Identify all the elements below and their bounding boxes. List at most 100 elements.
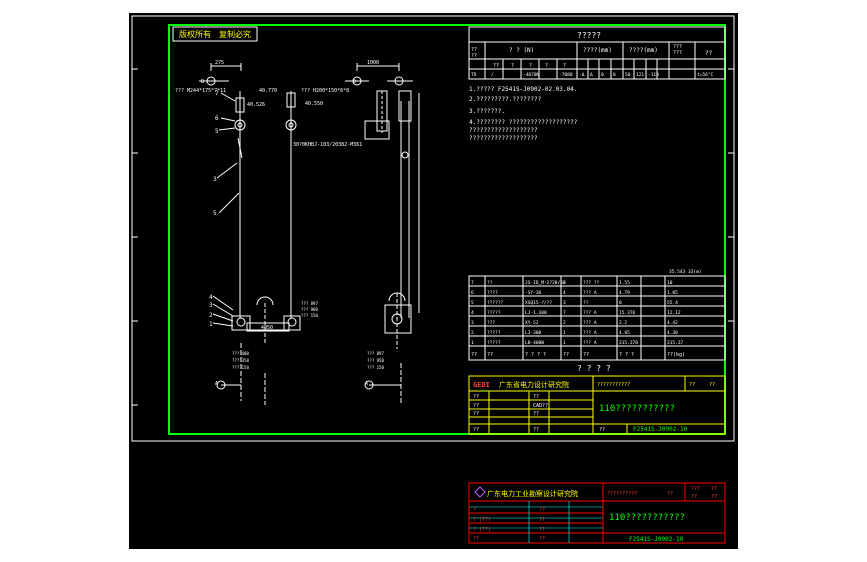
note-4: 4.???????? ??????????????????? (469, 119, 578, 126)
svg-text:6: 6 (215, 115, 219, 122)
parts-cell: 4.42 (667, 320, 678, 326)
parts-cell: ??? A (583, 330, 597, 336)
svg-text:2: 2 (209, 312, 213, 319)
axis-a-label: A (215, 381, 218, 387)
title-phase: ?? (709, 382, 715, 388)
parts-cell: ????? (487, 330, 501, 336)
parts-cell: 4.85 (619, 330, 630, 336)
svg-text:??: ?? (473, 394, 479, 400)
svg-text:3: 3 (209, 302, 213, 309)
parts-cell: 1 (563, 330, 566, 336)
parts-cell: ?????? (487, 300, 504, 306)
parts-cell: 3 (471, 320, 474, 326)
svg-text:4: 4 (209, 294, 213, 301)
stamp-logo-icon (474, 486, 486, 498)
parts-cell: 5 (471, 300, 474, 306)
svg-text:3: 3 (213, 176, 217, 183)
parts-cell: 2.2 (619, 320, 627, 326)
parts-cell: 2 (471, 330, 474, 336)
parts-cell: 0 (619, 300, 622, 306)
svg-text:??: ?? (539, 527, 545, 533)
stamp-drawing-no: F2541S-J0902-10 (629, 536, 684, 543)
copyright-note: 版权所有 复制必究 (179, 29, 251, 39)
parts-cell: 1.05 (667, 290, 678, 296)
title-institute: 广东省电力设计研究院 (499, 380, 569, 389)
parts-list-header: ?? ?? ? ? ? ? ?? ?? ? ? ? ??(kg) (471, 352, 685, 358)
svg-text:??? 150: ??? 150 (232, 365, 249, 370)
level-a-label: 40.770 (259, 88, 277, 94)
spec-text-right: ??? 897??? 950??? 150 (367, 351, 384, 370)
svg-text:? ? ?: ? ? ? (619, 352, 634, 358)
stamp-title: 110??????????? (609, 513, 685, 523)
parts-cell: -SY-36 (525, 290, 542, 296)
top-table-grid (468, 26, 726, 80)
cad-drawing: 版权所有 复制必究 (131, 15, 735, 544)
svg-text:CAD??: CAD?? (533, 403, 548, 409)
parts-cell: 4 (471, 310, 474, 316)
svg-text:??: ?? (471, 352, 477, 358)
parts-cell: 12.12 (667, 310, 681, 316)
note-2: 2.?????????.???????? (469, 96, 542, 103)
stamp-rows: ??? ? (??)?? ? (??)?? ???? (473, 507, 545, 542)
svg-text:?: ? (545, 63, 548, 69)
parts-list-grid (468, 275, 726, 361)
title-block-grid (468, 375, 726, 435)
outer-border (131, 15, 735, 442)
parts-cell: ????? (487, 340, 501, 346)
svg-text:?: ? (529, 63, 532, 69)
copyright-box (172, 26, 258, 42)
svg-text:50: 50 (625, 72, 631, 78)
svg-text:?: ? (473, 507, 476, 513)
parts-cell: 4.30 (667, 330, 678, 336)
parts-cell: ??? A (583, 320, 597, 326)
svg-text:??: ?? (473, 403, 479, 409)
parts-cell: JS-ID_M-2?20/50 (525, 280, 566, 286)
svg-text:-Δ: -Δ (579, 72, 585, 78)
dim-1000: 1000 (367, 60, 379, 66)
stamp-c1: ??? (691, 486, 700, 492)
svg-text:? (??): ? (??) (473, 527, 491, 533)
svg-text:??? 350: ??? 350 (232, 358, 249, 363)
stamp-c4: ?? (711, 494, 717, 500)
stamp-project: ?????????? (607, 491, 637, 497)
spec-a-label: ??? M244*175*7*11 (175, 88, 226, 94)
parts-cell: 4.79 (619, 290, 630, 296)
drawing-canvas: 版权所有 复制必究 (129, 13, 738, 549)
elevation-view-1 (199, 63, 301, 405)
parts-cell: 7 (563, 310, 566, 316)
top-table-h3: ????(mm) (629, 47, 658, 54)
svg-text:??? 400: ??? 400 (232, 351, 249, 356)
svg-text:5: 5 (215, 128, 219, 135)
svg-text:-110: -110 (648, 72, 659, 78)
axis-b-label: B (201, 79, 204, 85)
parts-cell: ??? ?? (583, 280, 600, 286)
note-1: 1.????? F2541S-J0902-02.03.04. (469, 86, 577, 93)
stamp-c2: ?? (711, 486, 717, 492)
parts-cell: LB-400W (525, 340, 544, 346)
title-project: ??????????? (597, 382, 630, 388)
parts-cell: XSQ15-?/?? (525, 300, 552, 306)
svg-text:??? 150: ??? 150 (301, 313, 318, 318)
svg-text:t=56°C: t=56°C (697, 72, 714, 78)
svg-text:??: ?? (493, 63, 499, 69)
note-5: ??????????????????? (469, 127, 538, 134)
svg-text:??: ?? (563, 352, 569, 358)
svg-text:0: 0 (613, 72, 616, 78)
svg-text:? ? ? ?: ? ? ? ? (525, 352, 546, 358)
top-table-h0: ?? (471, 47, 477, 53)
spec-b-label: ??? H200*150*6*8 (301, 88, 349, 94)
top-table-h1: ? ? (N) (509, 47, 534, 54)
svg-text:??? 897: ??? 897 (367, 351, 384, 356)
svg-text:??? 150: ??? 150 (367, 365, 384, 370)
stamp-grid (468, 482, 726, 544)
parts-cell: 15.376 (619, 310, 636, 316)
svg-text:? (??): ? (??) (473, 517, 491, 523)
title-drawing-no: F2541S-J0902-10 (633, 426, 688, 433)
svg-text:121: 121 (636, 72, 644, 78)
svg-text:??: ?? (473, 411, 479, 417)
top-table-h4b: ??? (673, 50, 682, 56)
parts-cell: ?? (583, 300, 589, 306)
top-table-h4: ??? (673, 44, 682, 50)
